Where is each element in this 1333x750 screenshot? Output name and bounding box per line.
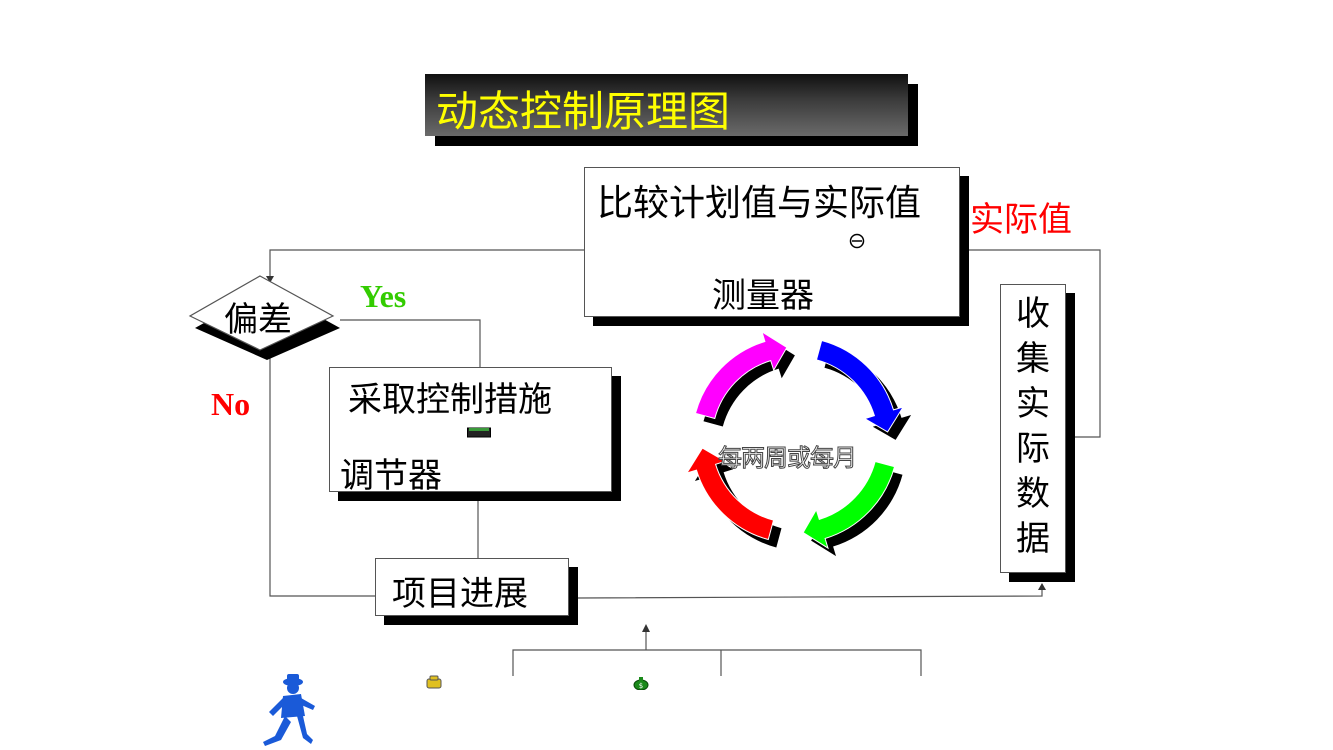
collect-char: 据	[1016, 519, 1050, 559]
arrowhead-up-collect	[1038, 583, 1046, 590]
collect-char: 收	[1016, 294, 1050, 334]
line-yes-to-control	[340, 319, 481, 368]
progress-label: 项目进展	[392, 574, 528, 614]
actual-value-label: 实际值	[970, 200, 1072, 240]
line-compare-to-deviation	[269, 249, 585, 276]
title-bar	[425, 74, 908, 136]
bottom-bracket	[512, 649, 922, 676]
gauge-icon	[849, 233, 865, 249]
line-no-to-progress	[269, 355, 376, 597]
arrowhead-down	[266, 276, 274, 283]
deviation-label: 偏差	[224, 300, 292, 340]
page-title: 动态控制原理图	[436, 87, 731, 136]
cycle-arrow	[685, 447, 775, 541]
line-collect-to-compare	[968, 249, 1101, 438]
control-box-title: 采取控制措施	[348, 380, 552, 420]
collect-box	[1000, 284, 1066, 573]
device-icon	[467, 427, 491, 438]
walking-man-icon	[263, 674, 315, 746]
compare-box-title: 比较计划值与实际值	[597, 183, 922, 224]
arrowhead-up-bracket	[642, 624, 650, 632]
cycle-arrow	[802, 460, 896, 550]
phone-icon	[426, 675, 442, 689]
cycle-diagram	[685, 330, 912, 557]
regulator-label: 调节器	[340, 456, 442, 496]
cycle-arrow	[815, 339, 905, 433]
progress-box	[375, 558, 569, 616]
collect-box-text: 收 集 实 际 数 据	[1001, 292, 1065, 562]
collect-char: 实	[1016, 384, 1050, 424]
cycle-arrow	[694, 330, 788, 420]
deviation-diamond	[188, 275, 340, 360]
collect-char: 数	[1016, 474, 1050, 514]
yes-label: Yes	[360, 278, 407, 314]
line-progress-to-collect	[577, 584, 1043, 599]
money-bag-icon: $	[633, 677, 649, 690]
no-label: No	[211, 386, 251, 422]
collect-char: 际	[1016, 429, 1050, 469]
compare-box	[584, 167, 960, 317]
measurer-label: 测量器	[712, 276, 814, 316]
cycle-label: 每两周或每月	[718, 444, 858, 473]
svg-text:$: $	[639, 682, 643, 690]
collect-char: 集	[1016, 339, 1050, 379]
